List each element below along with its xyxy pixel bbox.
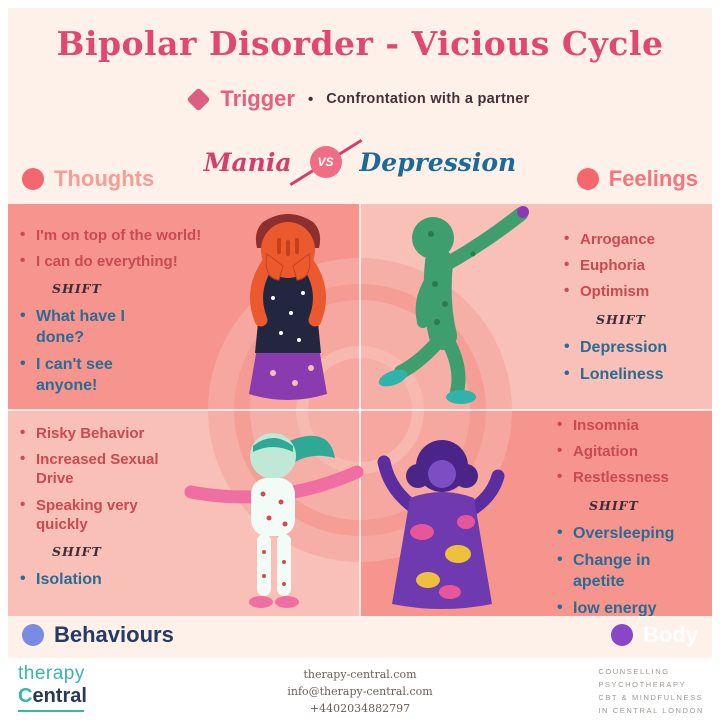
list-item: Loneliness: [564, 364, 710, 385]
pink-dot-icon: [576, 168, 599, 190]
shift-label: SHIFT: [596, 311, 646, 327]
cycle-grid: I'm on top of the world! I can do everyt…: [8, 204, 712, 616]
thoughts-heading-label: Thoughts: [54, 166, 155, 191]
list-item: What have I done?: [20, 306, 145, 348]
thoughts-depression-items: What have I done? I can't see anyone!: [20, 306, 145, 396]
list-item: Isolation: [20, 569, 170, 590]
list-item: I can do everything!: [20, 251, 216, 271]
footer: therapy Central therapy-central.com info…: [0, 660, 720, 720]
phone-text: +4402034882797: [309, 702, 411, 716]
body-heading-label: Body: [643, 622, 698, 647]
feelings-list: Arrogance Euphoria Optimism SHIFT Depres…: [564, 229, 710, 393]
body-list: Insomnia Agitation Restlessness SHIFT Ov…: [557, 415, 709, 616]
periwinkle-dot-icon: [22, 624, 44, 646]
vs-icon: VS: [289, 138, 362, 187]
list-item: Agitation: [557, 441, 709, 461]
therapy-central-logo: therapy Central: [18, 663, 87, 712]
trigger-row: Trigger • Confrontation with a partner: [8, 86, 712, 112]
list-item: low energy: [557, 598, 679, 616]
mania-vs-depression: Mania VS Depression: [8, 138, 712, 187]
list-item: Risky Behavior: [20, 423, 170, 443]
behaviours-heading: Behaviours: [22, 622, 174, 648]
body-heading: Body: [611, 622, 698, 648]
worried-person-illustration: [233, 208, 343, 406]
list-item: I'm on top of the world!: [20, 225, 216, 245]
tired-person-illustration: [370, 432, 515, 614]
list-item: I can't see anyone!: [20, 354, 145, 396]
services-tagline: COUNSELLING PSYCHOTHERAPY CBT & MINDFULN…: [598, 665, 704, 720]
contact-info: therapy-central.com info@therapy-central…: [287, 666, 432, 717]
horizontal-divider: [8, 409, 712, 411]
vs-circle-icon: VS: [309, 146, 342, 178]
pink-dot-icon: [22, 168, 44, 190]
behaviours-list: Risky Behavior Increased Sexual Drive Sp…: [20, 423, 170, 597]
diamond-icon: [186, 86, 211, 112]
list-item: Speaking very quickly: [20, 495, 170, 534]
logo-word-rest: entral: [32, 684, 87, 707]
feelings-depression-items: Depression Loneliness: [564, 337, 710, 386]
body-mania-items: Insomnia Agitation Restlessness: [557, 415, 709, 488]
trigger-text: Confrontation with a partner: [326, 91, 530, 107]
feelings-heading: Feelings: [576, 166, 698, 192]
logo-word-therapy: therapy: [18, 663, 85, 684]
bullet-separator: •: [307, 90, 314, 108]
body-depression-items: Oversleeping Change in apetite low energ…: [557, 523, 679, 616]
energetic-person-illustration: [183, 416, 365, 612]
behaviours-heading-label: Behaviours: [54, 622, 174, 647]
logo-underline: [18, 709, 84, 712]
tagline-line: PSYCHOTHERAPY: [598, 680, 687, 690]
list-item: Depression: [564, 337, 710, 358]
logo-c-mark: C: [18, 684, 33, 707]
tagline-line: IN CENTRAL LONDON: [598, 706, 704, 716]
list-item: Insomnia: [557, 415, 709, 435]
list-item: Increased Sexual Drive: [20, 449, 170, 488]
feelings-mania-items: Arrogance Euphoria Optimism: [564, 229, 710, 302]
thoughts-mania-items: I'm on top of the world! I can do everyt…: [20, 225, 216, 271]
list-item: Restlessness: [557, 467, 709, 487]
infographic-card: Bipolar Disorder - Vicious Cycle Trigger…: [8, 8, 712, 658]
shift-label: SHIFT: [52, 281, 102, 297]
tagline-line: CBT & MINDFULNESS: [598, 693, 704, 703]
behaviours-depression-items: Isolation: [20, 569, 170, 590]
email-text: info@therapy-central.com: [287, 685, 433, 699]
dancing-person-illustration: [373, 204, 538, 404]
tagline-line: COUNSELLING: [598, 667, 670, 676]
website-text: therapy-central.com: [303, 668, 417, 681]
page-title: Bipolar Disorder - Vicious Cycle: [56, 24, 664, 63]
mania-label: Mania: [203, 147, 292, 177]
feelings-heading-label: Feelings: [608, 166, 698, 191]
logo-word-central: Central: [18, 685, 87, 707]
shift-label: SHIFT: [589, 497, 639, 513]
behaviours-mania-items: Risky Behavior Increased Sexual Drive Sp…: [20, 423, 170, 534]
depression-label: Depression: [359, 147, 517, 177]
list-item: Euphoria: [564, 255, 710, 275]
shift-label: SHIFT: [52, 543, 102, 559]
list-item: Oversleeping: [557, 523, 679, 544]
list-item: Arrogance: [564, 229, 710, 249]
thoughts-heading: Thoughts: [22, 166, 154, 192]
purple-dot-icon: [611, 624, 633, 646]
list-item: Optimism: [564, 281, 710, 301]
thoughts-list: I'm on top of the world! I can do everyt…: [20, 225, 216, 403]
trigger-label: Trigger: [220, 86, 295, 111]
list-item: Change in apetite: [557, 550, 679, 592]
